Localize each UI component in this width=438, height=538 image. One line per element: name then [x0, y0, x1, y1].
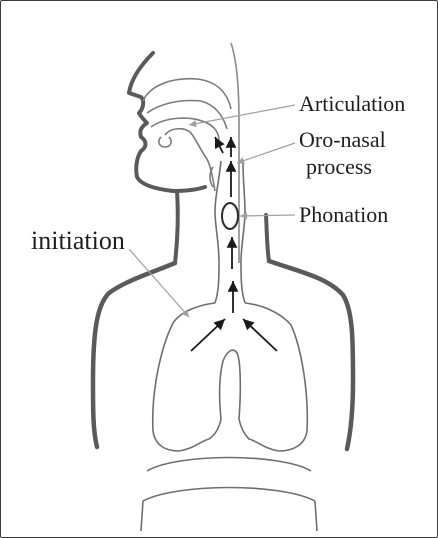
face-profile	[129, 53, 205, 191]
larynx-front-outline	[215, 161, 221, 263]
tongue-tip	[159, 137, 171, 147]
lower-torso-outline	[141, 488, 317, 532]
label-pointers	[129, 105, 295, 317]
phonation-pointer	[240, 215, 295, 216]
neck-back-outline	[231, 43, 239, 263]
tongue-outline	[165, 129, 215, 191]
left-lung-outline	[153, 303, 221, 451]
vocal-folds	[222, 203, 238, 229]
neck-right-outline	[266, 215, 269, 261]
initiation-pointer	[129, 249, 189, 317]
articulation-label: Articulation	[299, 92, 405, 115]
heart-notch-outline	[220, 350, 241, 419]
neck-left-outline	[175, 191, 178, 263]
airflow-arrows	[191, 137, 277, 351]
palate-outline	[147, 101, 227, 130]
airflow-arrow-right-lung	[243, 319, 277, 351]
oro-nasal-pointer	[237, 143, 295, 163]
airflow-arrow-left-lung	[191, 319, 225, 351]
diaphragm-outline	[147, 458, 311, 472]
phonation-label: Phonation	[299, 203, 388, 226]
right-shoulder-outline	[269, 261, 353, 449]
oro-nasal-label: Oro-nasal	[299, 128, 386, 151]
oro-nasal-process-label: process	[306, 155, 372, 178]
initiation-label: initiation	[31, 227, 125, 254]
trachea-outline	[215, 263, 245, 303]
nasal-cavity-outline	[143, 79, 231, 109]
articulation-pointer	[189, 105, 295, 125]
larynx-back-outline	[241, 161, 245, 263]
left-shoulder-outline	[93, 263, 175, 447]
